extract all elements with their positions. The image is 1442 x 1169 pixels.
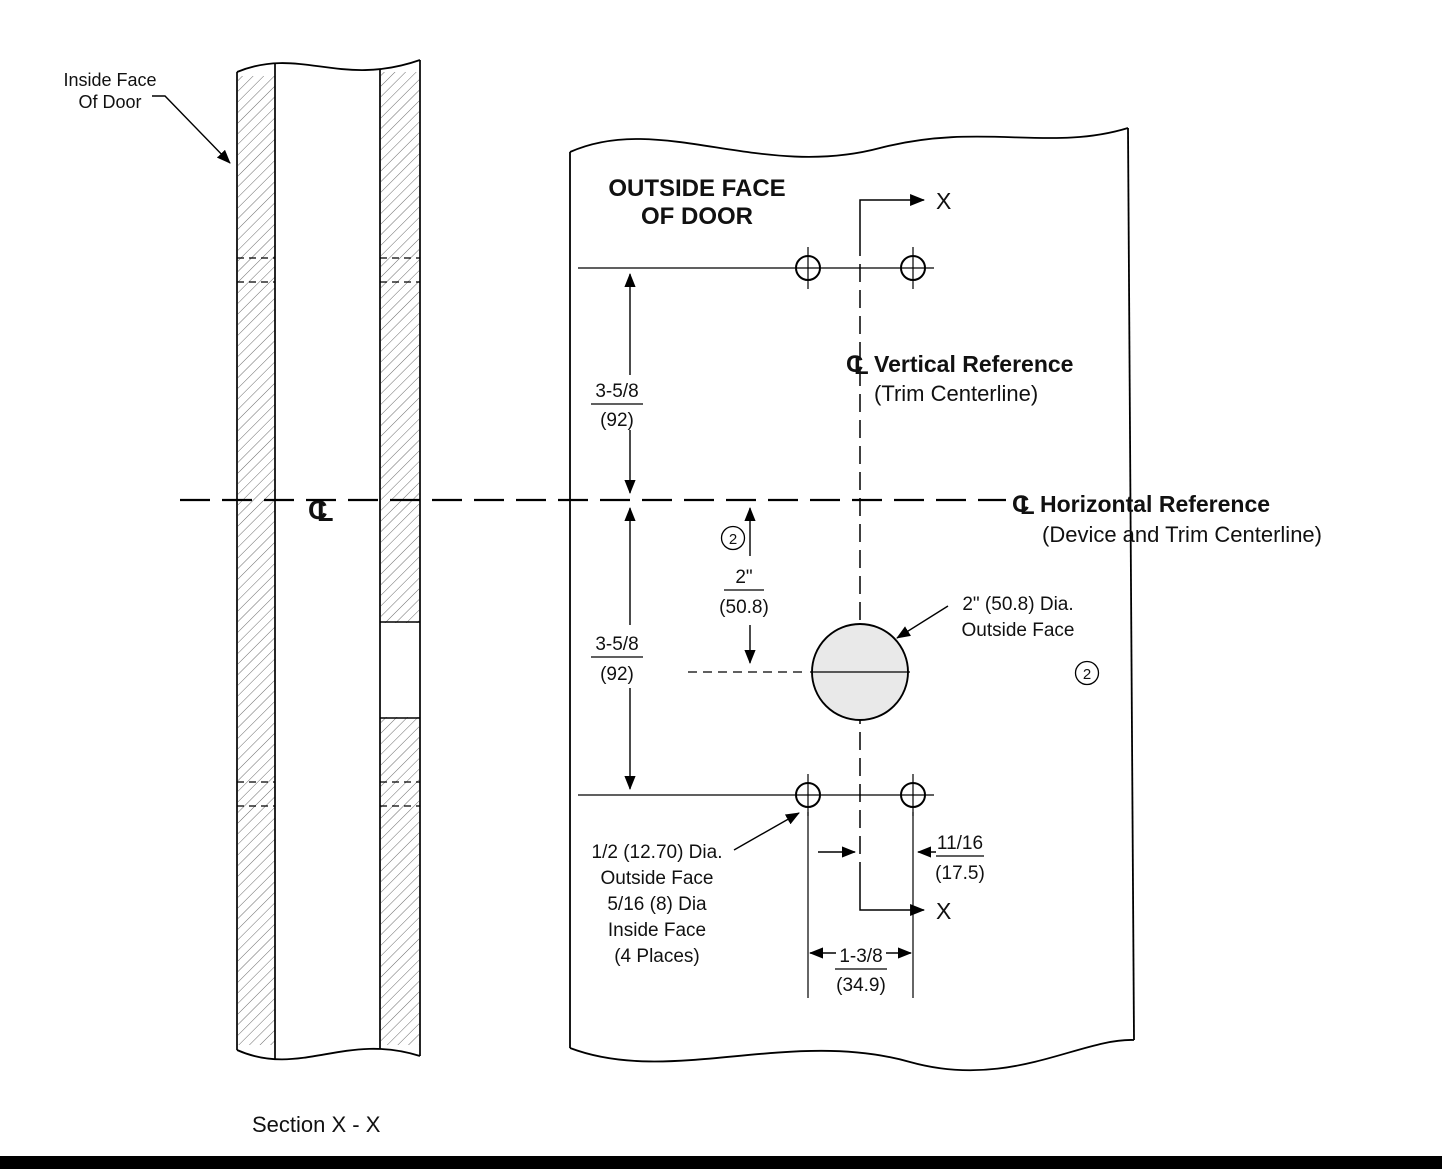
big-hole-callout-line-1: 2" (50.8) Dia. [962,594,1073,615]
x-axis-top-label: X [936,188,951,214]
upper-mounting-holes [578,246,935,290]
x-axis-top: X [859,188,951,238]
lower-mounting-holes [578,773,935,817]
inside-face-text-2: Of Door [78,92,141,112]
vertical-reference-subtitle: (Trim Centerline) [874,381,1038,406]
face-view: OUTSIDE FACE OF DOOR X X C L Vertical Re… [569,127,1322,1072]
dim-value: 3-5/8 [595,634,638,655]
horizontal-reference-label: C L Horizontal Reference (Device and Tri… [1012,491,1322,547]
dim-hole-spacing: 1-3/8 (34.9) [809,946,912,996]
mounting-hole [891,246,935,290]
device-hole [688,623,910,721]
hidden-hole-lines [237,257,420,807]
balloon-note: 2 [720,525,746,551]
dim-value: 11/16 [937,833,983,854]
dim-bottom-spacing: 3-5/8 (92) [591,507,643,790]
dim-metric: (92) [600,664,634,685]
dim-top-spacing: 3-5/8 (92) [591,273,643,494]
bottom-bar [0,1156,1442,1169]
left-skin-hatch [238,76,275,1045]
centerline-icon: L [854,353,869,380]
small-holes-callout: 1/2 (12.70) Dia. Outside Face 5/16 (8) D… [592,812,800,967]
small-holes-callout-line-1: 1/2 (12.70) Dia. [592,842,723,863]
inside-face-label: Inside Face Of Door [63,70,231,164]
horizontal-reference-title: Horizontal Reference [1040,491,1270,517]
mounting-hole [786,773,830,817]
small-holes-callout-line-5: (4 Places) [614,946,700,967]
horizontal-reference-subtitle: (Device and Trim Centerline) [1042,522,1322,547]
x-axis-bottom-arrow [859,872,926,916]
section-centerline-symbol: C L [308,495,334,527]
outside-face-heading: OUTSIDE FACE OF DOOR [608,175,785,230]
section-bottom-break-line [236,1047,421,1061]
x-axis-top-arrow [859,194,926,238]
face-top-break-line [569,127,1129,158]
x-axis-bottom: X [859,872,951,924]
heading-line-2: OF DOOR [641,203,753,230]
big-hole-callout: 2" (50.8) Dia. Outside Face [896,594,1075,641]
centerline-icon: C [846,351,863,378]
centerline-icon: L [1020,493,1035,520]
dim-extension-lines [807,812,914,998]
dim-hole-offset: 11/16 (17.5) [818,833,985,884]
centerline-icon: L [317,497,334,527]
mounting-hole [786,246,830,290]
balloon-note: 2 [1074,660,1100,686]
dim-metric: (17.5) [935,863,985,884]
inside-face-leader [152,95,231,164]
dim-value: 3-5/8 [595,381,638,402]
mortise-cutout [380,621,420,719]
dim-metric: (50.8) [719,597,769,618]
heading-line-1: OUTSIDE FACE [608,175,785,202]
mounting-hole [891,773,935,817]
balloon-number: 2 [1083,666,1091,683]
face-right-edge [1127,127,1135,1041]
small-holes-callout-line-3: 5/16 (8) Dia [607,894,707,915]
section-view: C L Section X - X [236,59,421,1137]
balloon-number: 2 [729,531,737,548]
vertical-reference-title: Vertical Reference [874,351,1073,377]
dim-value: 2" [735,567,752,588]
dim-metric: (92) [600,410,634,431]
dim-value: 1-3/8 [839,946,882,967]
centerline-icon: C [308,495,328,525]
section-caption: Section X - X [252,1112,381,1137]
door-section-edges [236,59,421,1061]
x-axis-bottom-label: X [936,898,951,924]
small-holes-callout-line-2: Outside Face [601,868,714,889]
dim-circle-offset: 2" (50.8) [719,507,769,664]
face-outline [569,127,1135,1072]
right-skin-hatch [381,72,419,1045]
face-bottom-break-line [569,1039,1135,1072]
dim-metric: (34.9) [836,975,886,996]
section-top-break-line [236,59,421,73]
big-hole-callout-line-2: Outside Face [962,620,1075,641]
centerline-icon: C [1012,491,1029,518]
small-holes-callout-line-4: Inside Face [608,920,706,941]
inside-face-text-1: Inside Face [63,70,156,90]
vertical-reference-label: C L Vertical Reference (Trim Centerline) [846,351,1073,406]
